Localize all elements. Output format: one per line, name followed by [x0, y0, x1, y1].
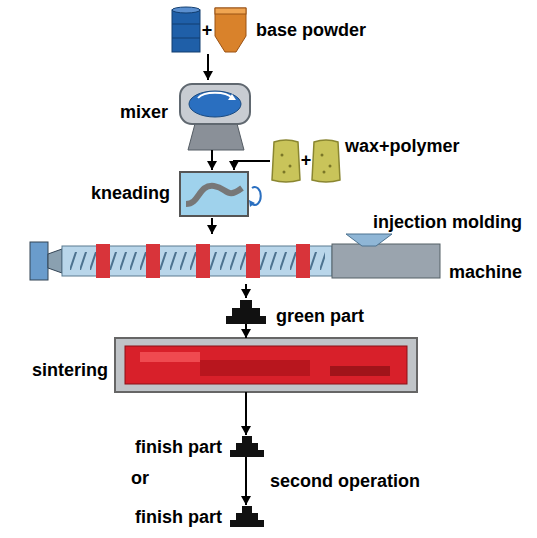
step-label: kneading [91, 182, 170, 204]
step-label: base powder [256, 19, 366, 41]
kneader [180, 172, 261, 216]
step-label: finish part [135, 506, 222, 528]
step-label: mixer [120, 101, 168, 123]
edge-label: second operation [268, 470, 422, 492]
step-label: sintering [32, 359, 108, 381]
process-step: mixer [176, 80, 252, 150]
mixer-machine [180, 84, 250, 150]
arrow-head [241, 289, 251, 298]
process-step: finish part [230, 435, 264, 457]
process-step: green part [226, 298, 266, 324]
flow-arrow [241, 284, 251, 298]
flow-arrow [241, 324, 251, 338]
powder-hopper [215, 8, 246, 52]
flow-arrow [203, 54, 213, 80]
note-text: or [131, 467, 149, 489]
step-label: injection molding machine [330, 197, 522, 297]
process-step: kneading [176, 170, 250, 218]
arrow-head [241, 329, 251, 338]
flow-arrow [241, 457, 251, 505]
flow-line [234, 161, 270, 170]
arrow-head [207, 225, 217, 234]
flow-arrow [229, 161, 270, 170]
injection-molding-machine [30, 234, 440, 280]
process-step: injection molding machine [28, 234, 442, 284]
flow-arrow [207, 150, 217, 170]
arrow-head [203, 71, 213, 80]
note-text: + [301, 149, 312, 171]
flow-arrow [207, 218, 217, 234]
step-label: green part [276, 305, 364, 327]
sintering-furnace [115, 338, 417, 392]
note-text: + [202, 19, 213, 41]
step-label: finish part [135, 436, 222, 458]
finish-part-shape [230, 436, 264, 457]
process-step: sintering [115, 338, 417, 392]
arrow-head [241, 496, 251, 505]
arrow-head [207, 161, 217, 170]
arrow-head [229, 161, 239, 170]
green-part-shape [226, 300, 266, 324]
process-step: finish part [230, 505, 264, 527]
arrow-head [241, 426, 251, 435]
flow-arrow [241, 392, 251, 435]
powder-drum [172, 7, 200, 52]
finish-part-shape [230, 506, 264, 527]
wax-polymer-bags [272, 140, 340, 182]
step-label: wax+polymer [345, 135, 460, 157]
